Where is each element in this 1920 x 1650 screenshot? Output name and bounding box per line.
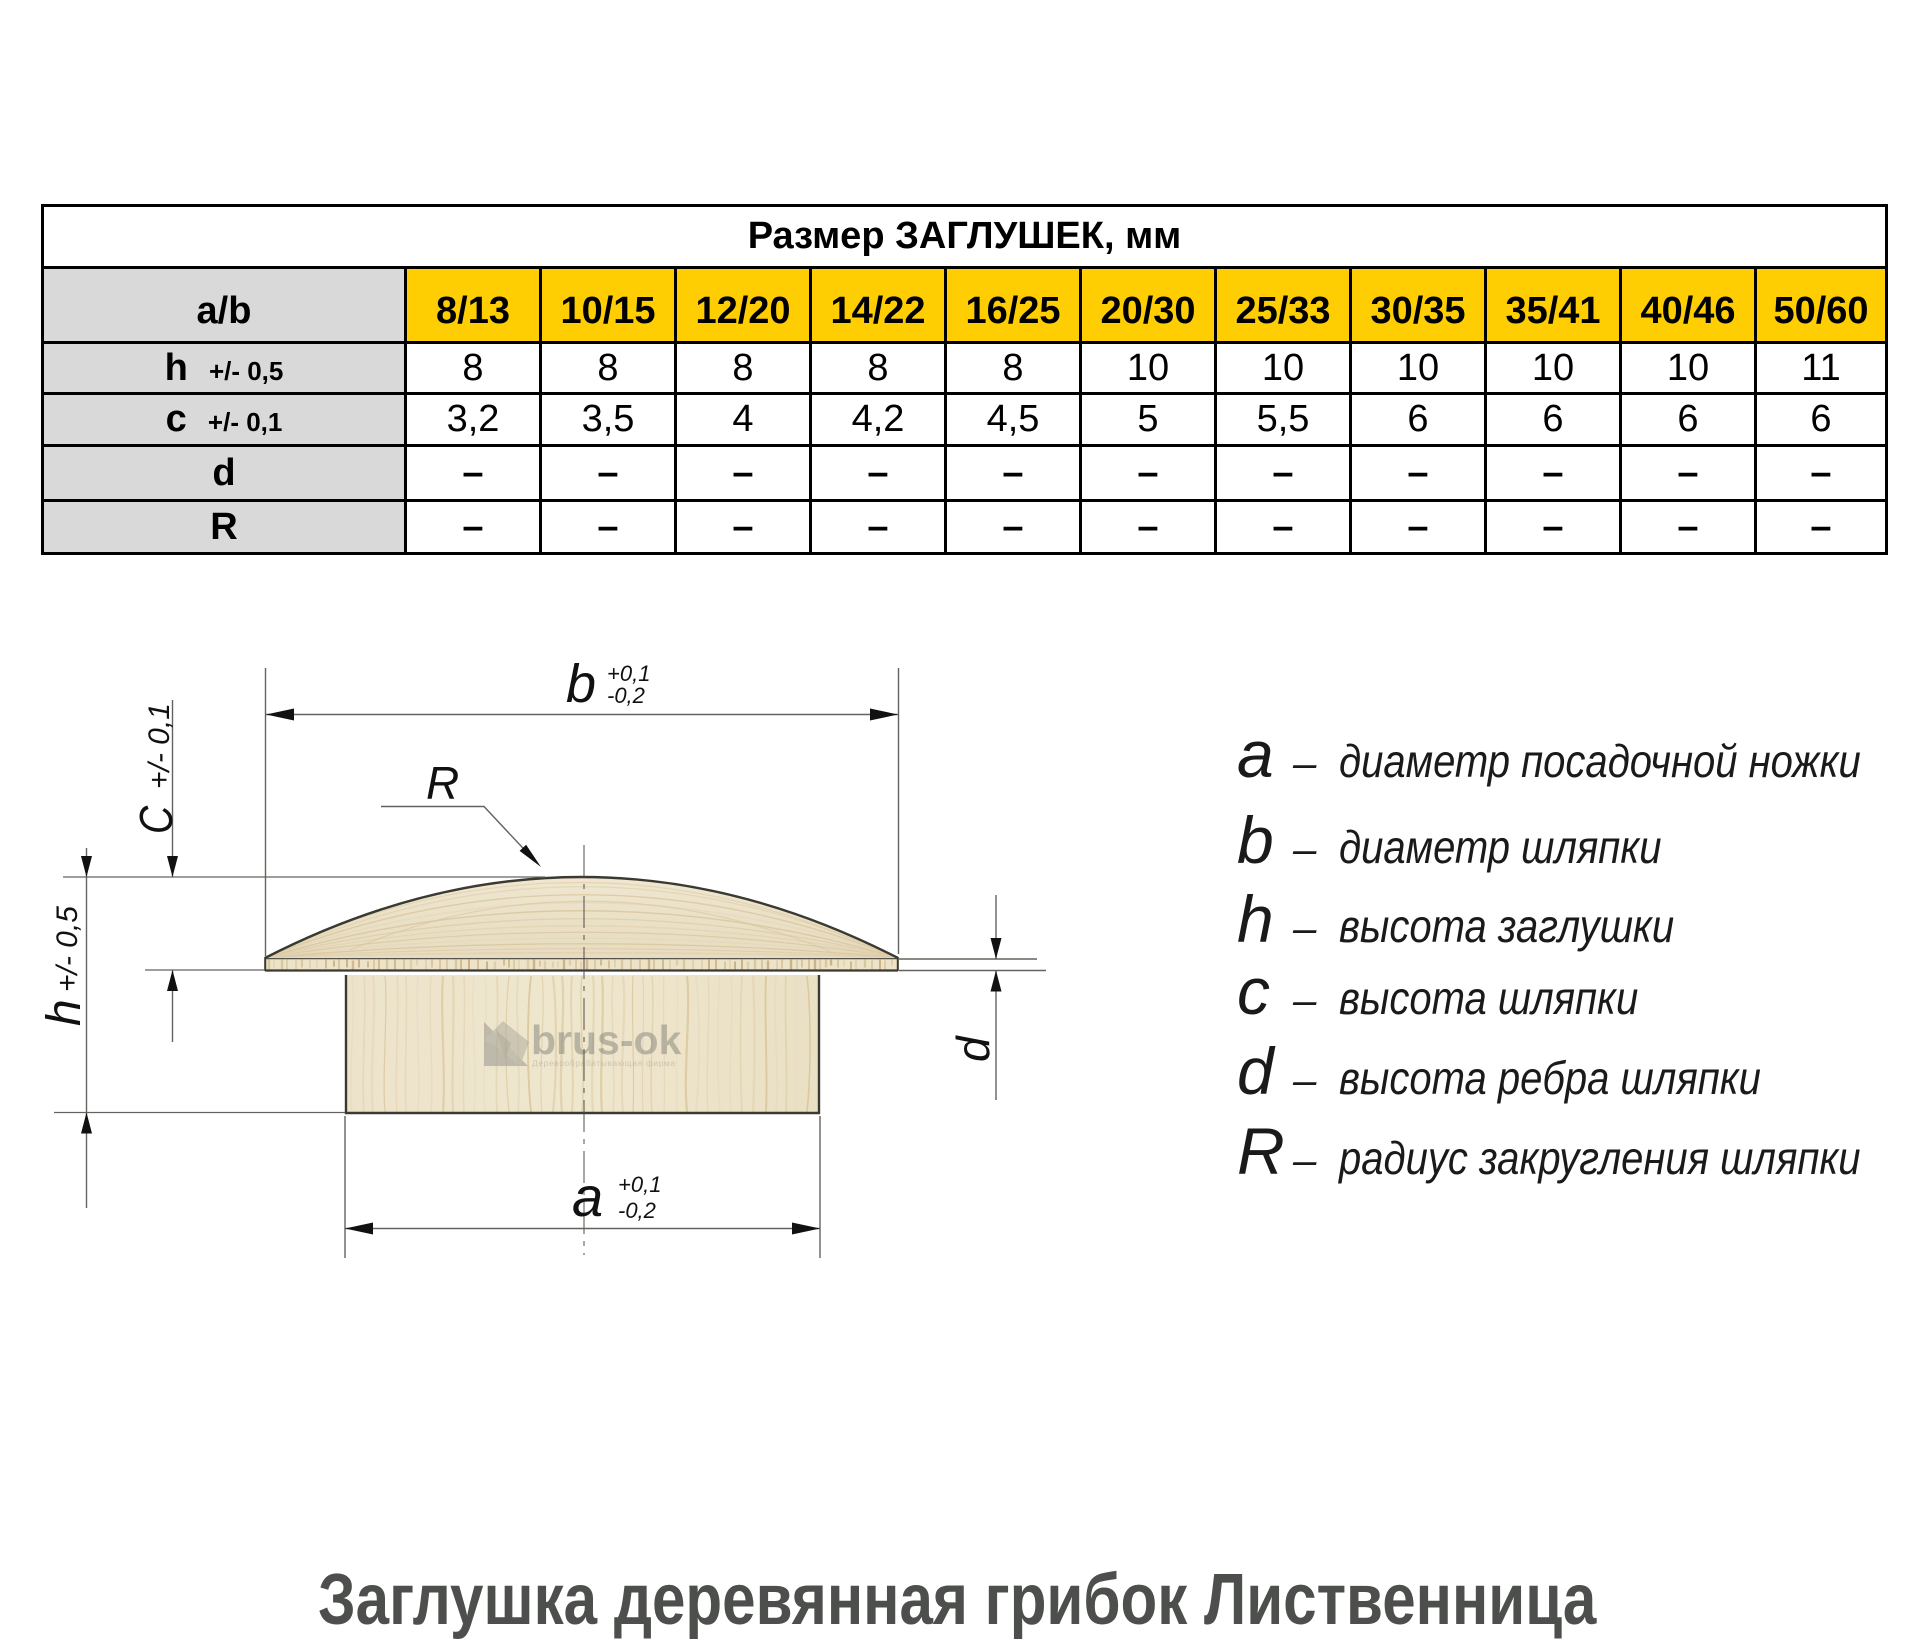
svg-text:h: h: [38, 999, 91, 1026]
svg-text:-0,2: -0,2: [618, 1198, 656, 1223]
svg-text:+/- 0,1: +/- 0,1: [143, 703, 176, 789]
svg-text:b: b: [566, 654, 596, 714]
svg-text:+/- 0,5: +/- 0,5: [51, 906, 84, 992]
svg-text:brus-ok: brus-ok: [531, 1017, 682, 1063]
svg-text:R: R: [426, 757, 459, 809]
svg-text:d: d: [947, 1035, 999, 1062]
svg-text:Деревообрабатывающая фирма: Деревообрабатывающая фирма: [532, 1058, 676, 1068]
svg-text:a: a: [572, 1165, 603, 1228]
svg-text:+0,1: +0,1: [607, 661, 650, 686]
svg-text:+0,1: +0,1: [618, 1172, 661, 1197]
svg-text:C: C: [131, 805, 183, 834]
svg-text:-0,2: -0,2: [607, 683, 645, 708]
